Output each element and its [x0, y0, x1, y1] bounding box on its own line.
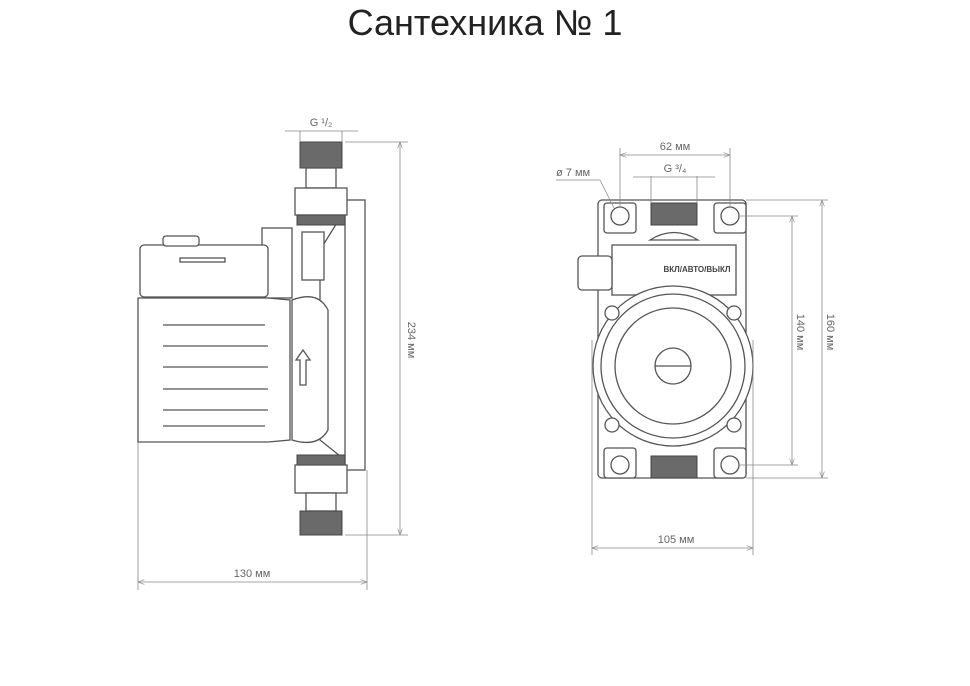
bottom-thread [650, 455, 698, 479]
bottom-nut [294, 464, 348, 494]
side-view: G ¹/₂ 234 мм 130 мм [137, 117, 417, 590]
top-thread [650, 202, 698, 226]
hole-label: ø 7 мм [556, 167, 590, 179]
front-thread-label: G ³/₄ [664, 163, 687, 175]
flange-plate [344, 199, 366, 471]
mount-hole [610, 206, 630, 226]
side-height-label: 234 мм [405, 322, 417, 359]
mount-spacing-label: 62 мм [660, 141, 690, 153]
top-nut [294, 187, 348, 216]
motor-body [137, 297, 291, 443]
mount-hole [720, 455, 740, 475]
front-height-label: 160 мм [824, 314, 836, 351]
cooling-fins [163, 324, 268, 427]
side-thread-label: G ¹/₂ [310, 117, 333, 129]
top-thread [299, 141, 343, 169]
page-title: Сантехника № 1 [347, 2, 623, 43]
control-box [139, 244, 269, 298]
side-width-label: 130 мм [234, 568, 271, 580]
inner-height-label: 140 мм [794, 314, 806, 351]
mount-hole [610, 455, 630, 475]
cable-gland [577, 255, 613, 291]
front-view: ВКЛ/АВТО/ВЫКЛ 62 мм G ³/₄ ø 7 мм 105 мм … [556, 141, 836, 555]
bottom-thread [299, 510, 343, 536]
mount-hole [720, 206, 740, 226]
front-width-label: 105 мм [658, 534, 695, 546]
flow-arrow-icon [294, 348, 312, 386]
mode-label: ВКЛ/АВТО/ВЫКЛ [664, 265, 731, 274]
volute [291, 296, 329, 444]
